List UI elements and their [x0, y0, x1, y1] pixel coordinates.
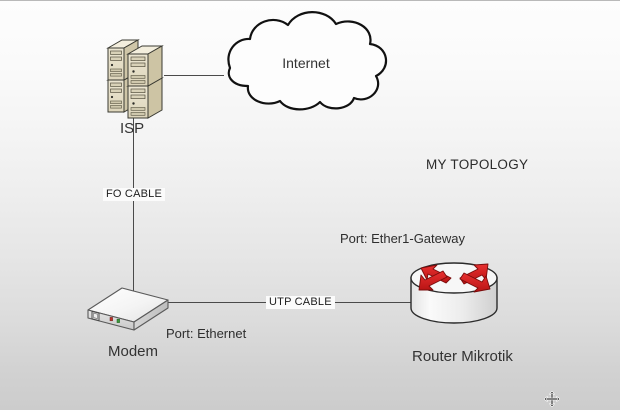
node-internet-label: Internet	[282, 55, 330, 71]
diagram-title: MY TOPOLOGY	[426, 157, 529, 172]
server-stack-icon	[106, 39, 164, 119]
move-cursor-icon	[543, 390, 561, 408]
node-router-label: Router Mikrotik	[412, 348, 513, 365]
modem-icon	[87, 287, 169, 331]
annotation-router-port: Port: Ether1-Gateway	[340, 231, 465, 246]
router-cylinder-icon	[410, 262, 498, 324]
node-modem[interactable]	[84, 284, 172, 334]
node-router[interactable]	[406, 256, 502, 336]
cloud-icon	[227, 11, 387, 111]
annotation-modem-port: Port: Ethernet	[166, 326, 247, 341]
canvas-top-border	[0, 0, 620, 1]
node-modem-label: Modem	[108, 343, 159, 360]
link-label-fo-cable: FO CABLE	[103, 188, 166, 201]
link-isp-to-cloud	[164, 75, 224, 76]
node-internet[interactable]: Internet	[218, 6, 394, 114]
node-isp[interactable]	[106, 36, 170, 120]
node-isp-label: ISP	[120, 120, 145, 137]
link-label-utp-cable: UTP CABLE	[266, 296, 335, 309]
